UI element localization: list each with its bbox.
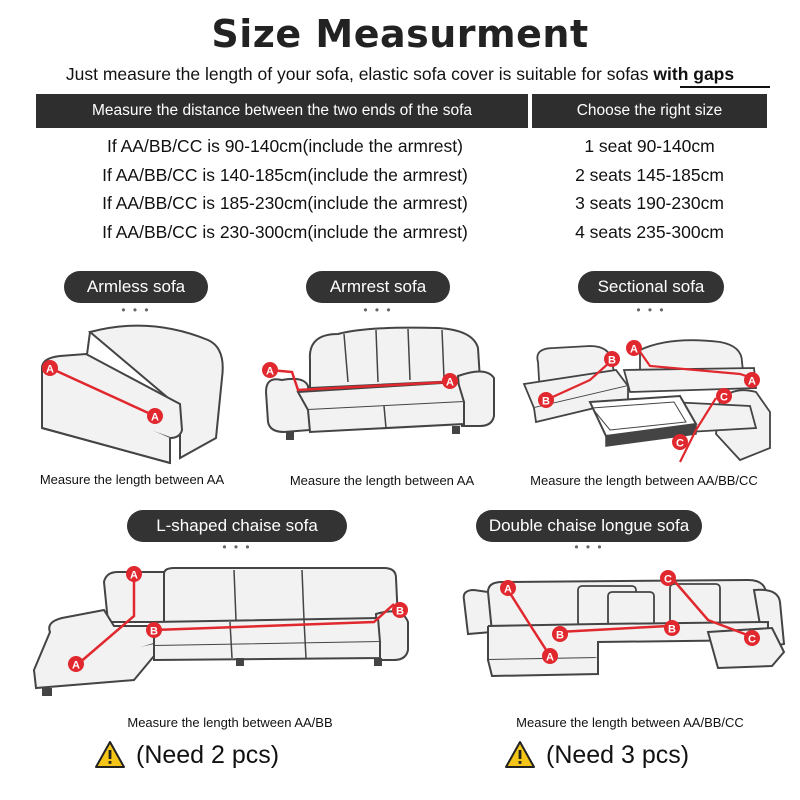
table-row-size: 1 seat 90-140cm bbox=[584, 136, 715, 156]
sectional-sofa-illustration: B B A A C C bbox=[522, 339, 771, 463]
warning-icon bbox=[95, 741, 125, 768]
marker-b: B bbox=[150, 626, 158, 638]
page-subtitle: Just measure the length of your sofa, el… bbox=[0, 64, 800, 85]
label-dots: • • • bbox=[363, 303, 393, 317]
need-3-pcs: (Need 3 pcs) bbox=[504, 740, 689, 770]
label-armrest-sofa: Armrest sofa bbox=[306, 271, 450, 303]
label-dots: • • • bbox=[574, 540, 604, 554]
caption-double-chaise: Measure the length between AA/BB/CC bbox=[516, 715, 744, 730]
table-header-right: Choose the right size bbox=[532, 94, 767, 128]
l-shaped-sofa-illustration: A A B B bbox=[32, 566, 409, 696]
marker-a: A bbox=[546, 652, 554, 664]
caption-armrest: Measure the length between AA bbox=[289, 473, 475, 488]
emphasis-underline bbox=[680, 86, 770, 88]
label-sectional-sofa: Sectional sofa bbox=[578, 271, 724, 303]
caption-sectional: Measure the length between AA/BB/CC bbox=[530, 473, 758, 488]
double-chaise-sofa-illustration: A A B B C C bbox=[462, 570, 786, 678]
table-row-measure: If AA/BB/CC is 140-185cm(include the arm… bbox=[102, 165, 468, 185]
marker-b: B bbox=[608, 355, 616, 367]
armrest-sofa-illustration: A A bbox=[262, 326, 495, 440]
marker-a: A bbox=[630, 344, 638, 356]
label-armless-sofa: Armless sofa bbox=[64, 271, 208, 303]
subtitle-emphasis: with gaps bbox=[653, 64, 735, 84]
marker-a: A bbox=[266, 366, 274, 378]
label-dots: • • • bbox=[222, 540, 252, 554]
marker-a: A bbox=[72, 660, 80, 672]
label-dots: • • • bbox=[636, 303, 666, 317]
label-l-shaped-sofa: L-shaped chaise sofa bbox=[127, 510, 347, 542]
marker-b: B bbox=[668, 624, 676, 636]
table-row-size: 4 seats 235-300cm bbox=[575, 222, 724, 242]
table-row-size: 3 seats 190-230cm bbox=[575, 193, 724, 213]
need-3-pcs-text: (Need 3 pcs) bbox=[546, 740, 690, 769]
page-title: Size Measurment bbox=[211, 12, 589, 56]
marker-c: C bbox=[664, 574, 672, 586]
marker-c: C bbox=[720, 392, 728, 404]
marker-c: C bbox=[748, 634, 756, 646]
armless-sofa-illustration: A A bbox=[41, 324, 224, 465]
marker-a: A bbox=[130, 570, 138, 582]
caption-armless: Measure the length between AA bbox=[39, 472, 225, 487]
need-2-pcs: (Need 2 pcs) bbox=[94, 740, 279, 770]
marker-b: B bbox=[542, 396, 550, 408]
label-double-chaise-sofa: Double chaise longue sofa bbox=[476, 510, 702, 542]
marker-c: C bbox=[676, 438, 684, 450]
table-row-measure: If AA/BB/CC is 90-140cm(include the armr… bbox=[107, 136, 463, 156]
need-2-pcs-text: (Need 2 pcs) bbox=[136, 740, 280, 769]
marker-b: B bbox=[396, 606, 404, 618]
table-row-measure: If AA/BB/CC is 230-300cm(include the arm… bbox=[102, 222, 468, 242]
label-dots: • • • bbox=[121, 303, 151, 317]
marker-a: A bbox=[151, 412, 159, 424]
warning-icon bbox=[505, 741, 535, 768]
marker-a: A bbox=[504, 584, 512, 596]
marker-a: A bbox=[46, 364, 54, 376]
marker-a: A bbox=[446, 377, 454, 389]
table-row-size: 2 seats 145-185cm bbox=[575, 165, 724, 185]
marker-b: B bbox=[556, 630, 564, 642]
marker-a: A bbox=[748, 376, 756, 388]
subtitle-text: Just measure the length of your sofa, el… bbox=[65, 64, 654, 84]
table-header-left: Measure the distance between the two end… bbox=[36, 94, 528, 128]
caption-l-shaped: Measure the length between AA/BB bbox=[127, 715, 333, 730]
table-row-measure: If AA/BB/CC is 185-230cm(include the arm… bbox=[102, 193, 468, 213]
